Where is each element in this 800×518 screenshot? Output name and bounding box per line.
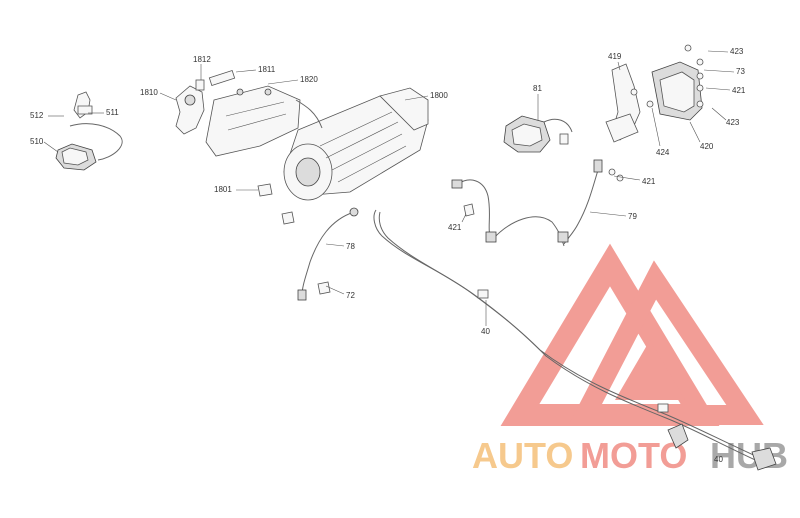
- label-40-lower: 40: [714, 455, 723, 464]
- watermark-logo: AUTO MOTO HUB: [472, 243, 788, 476]
- cable-78: [297, 207, 359, 301]
- label-1800: 1800: [430, 91, 448, 100]
- watermark-hub: HUB: [710, 435, 788, 476]
- label-1801: 1801: [214, 185, 232, 194]
- label-72: 72: [346, 291, 355, 300]
- label-81: 81: [533, 84, 542, 93]
- label-1810: 1810: [140, 88, 158, 97]
- label-421-left: 421: [448, 223, 462, 232]
- label-420: 420: [700, 142, 714, 151]
- winch-assembly: [175, 69, 429, 225]
- label-1820: 1820: [300, 75, 318, 84]
- label-419: 419: [608, 52, 622, 61]
- label-423: 423: [730, 47, 744, 56]
- label-1812: 1812: [193, 55, 211, 64]
- label-78: 78: [346, 242, 355, 251]
- label-40-upper: 40: [481, 327, 490, 336]
- leader-lines: [43, 50, 735, 326]
- part-labels: 1812 1811 1810 1820 1800 1801 512 511 51…: [30, 47, 746, 464]
- cable-79: [451, 159, 603, 247]
- label-79: 79: [628, 212, 637, 221]
- label-1811: 1811: [258, 65, 276, 74]
- label-512: 512: [30, 111, 44, 120]
- label-421-mid: 421: [642, 177, 656, 186]
- label-424: 424: [656, 148, 670, 157]
- module-420: [605, 44, 704, 182]
- label-511: 511: [106, 108, 119, 117]
- label-73: 73: [736, 67, 745, 76]
- label-421-right: 421: [732, 86, 746, 95]
- harness-40: [373, 209, 777, 471]
- watermark-moto: MOTO: [580, 435, 687, 476]
- solenoid-81: [503, 115, 573, 153]
- label-510: 510: [30, 137, 44, 146]
- connector-assembly: [55, 91, 123, 171]
- watermark-auto: AUTO: [472, 435, 573, 476]
- label-423-lower: 423: [726, 118, 740, 127]
